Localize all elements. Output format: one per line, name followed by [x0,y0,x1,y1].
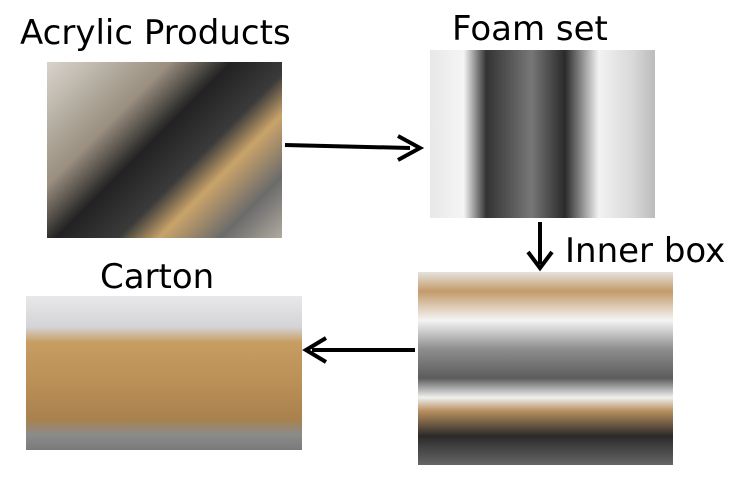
photo-foam-set [430,50,655,218]
label-carton: Carton [100,257,215,297]
label-acrylic-products: Acrylic Products [20,13,291,53]
arrow-right-icon [284,134,425,162]
arrow-down-icon [526,222,554,272]
arrow-left-icon [302,336,415,364]
photo-acrylic-products [47,62,282,238]
label-inner-box: Inner box [565,231,726,271]
photo-carton [26,296,302,450]
photo-inner-box [418,272,673,465]
label-foam-set: Foam set [452,9,608,49]
